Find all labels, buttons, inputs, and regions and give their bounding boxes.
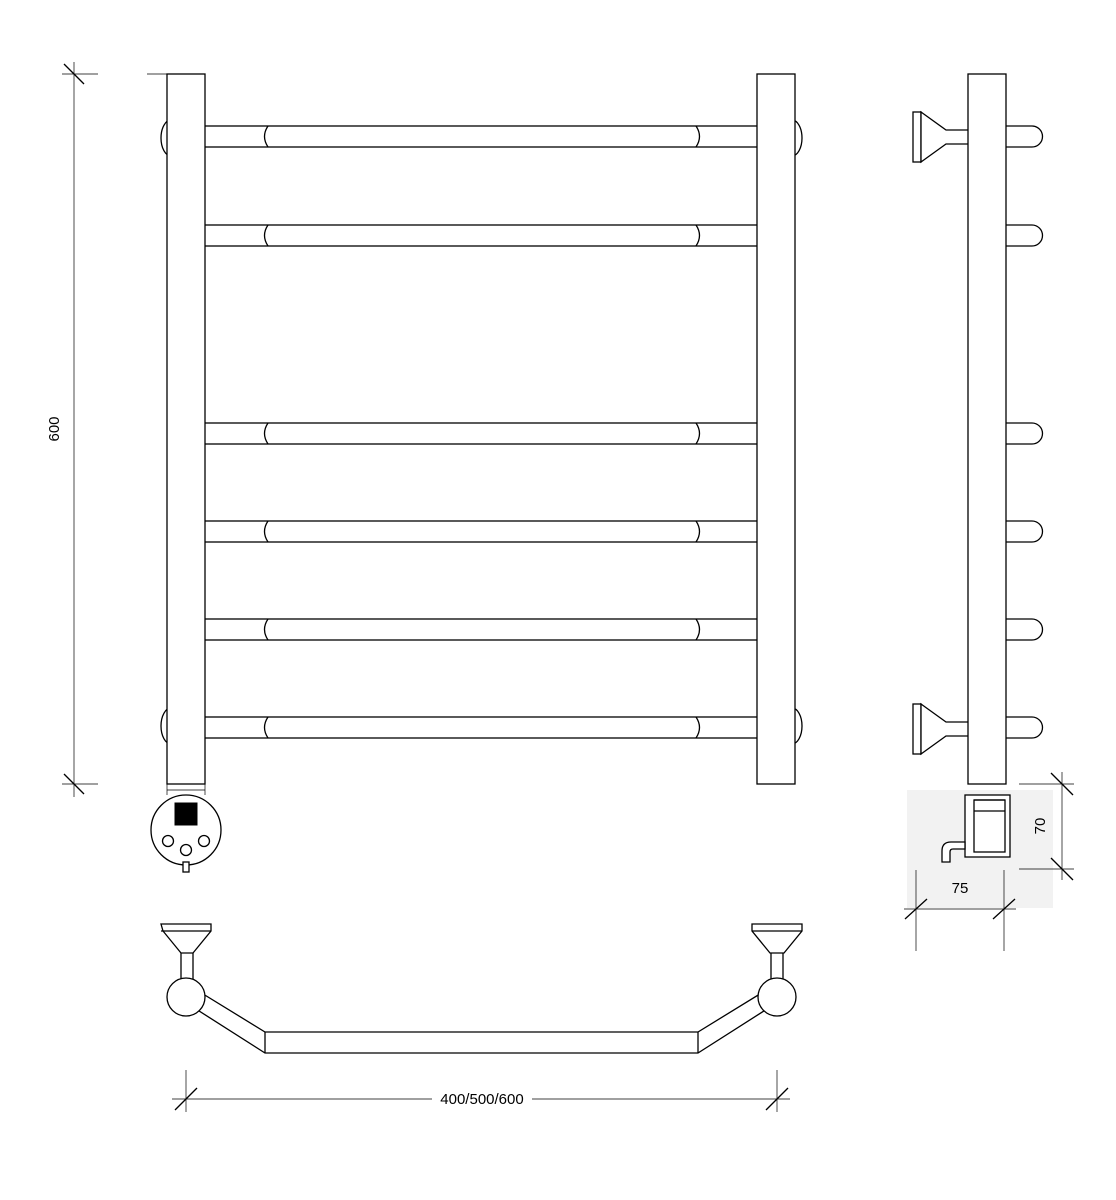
thermostat-controller [150,794,222,873]
box-depth-label: 75 [952,880,969,897]
rung [199,520,765,543]
rung [199,224,765,247]
box-height-dimension: 70 [1019,772,1074,881]
front-rungs [199,125,765,739]
right-post [756,73,796,785]
side-rung-profiles [1004,125,1044,739]
box-height-label: 70 [1032,818,1049,835]
top-left-bracket [160,923,212,1017]
top-right-bracket [751,923,803,1017]
width-dimension: 400/500/600 [172,1070,790,1112]
side-post [967,73,1007,785]
height-dimension: 600 [46,62,98,797]
rung [199,618,765,641]
rung [199,422,765,445]
rung [199,125,765,148]
side-view: 70 75 [904,73,1074,951]
front-view: 600 [46,62,803,873]
heating-element-box [941,794,1011,863]
rung [199,716,765,739]
top-view: 400/500/600 [160,923,803,1112]
width-label: 400/500/600 [440,1091,523,1108]
height-label: 600 [46,416,63,441]
left-post [166,73,206,785]
box-depth-dimension: 75 [904,870,1016,951]
side-wall-brackets [912,110,970,756]
top-rung [184,988,779,1054]
